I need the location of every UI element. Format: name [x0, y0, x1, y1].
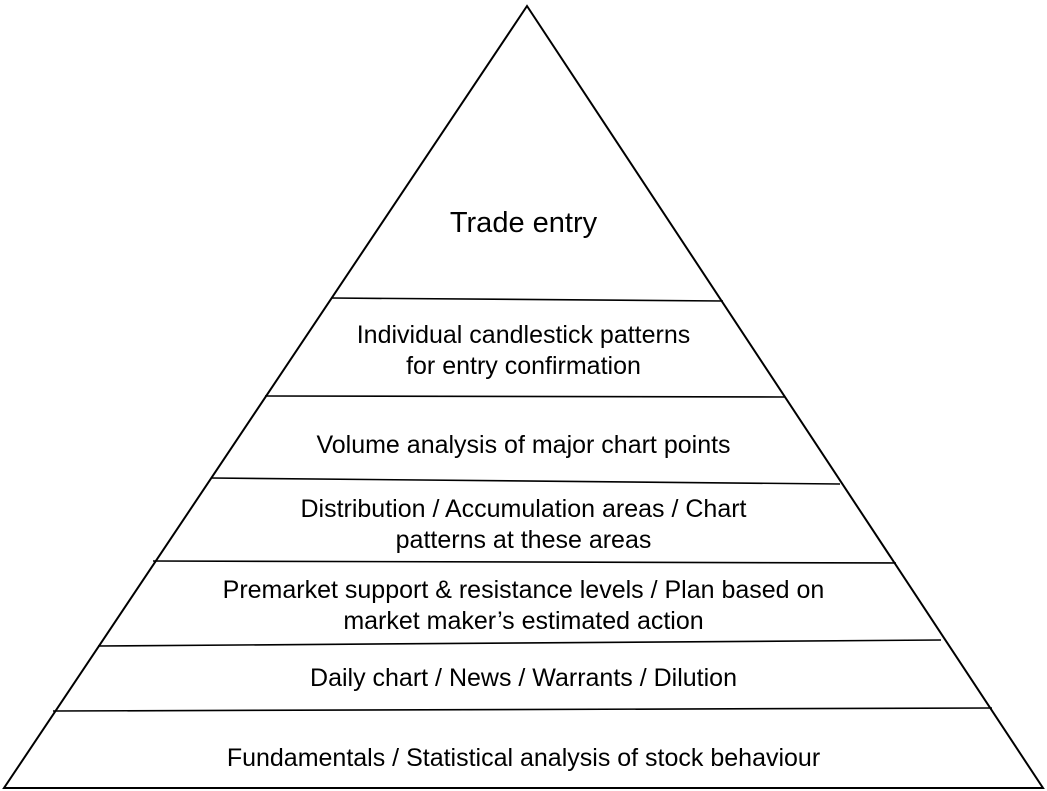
layer-fundamentals: Fundamentals / Statistical analysis of s… — [0, 743, 1047, 774]
layer-line: Individual candlestick patterns — [356, 321, 691, 349]
layer-divider — [210, 477, 841, 485]
layer-line: patterns at these areas — [395, 526, 652, 554]
layer-candlestick-patterns: Individual candlestick patterns for entr… — [0, 320, 1047, 382]
layer-premarket-levels: Premarket support & resistance levels / … — [0, 575, 1047, 637]
layer-daily-chart-news: Daily chart / News / Warrants / Dilution — [0, 663, 1047, 694]
layer-line: Daily chart / News / Warrants / Dilution — [310, 664, 737, 692]
layer-line: Volume analysis of major chart points — [316, 431, 731, 459]
layer-line: Fundamentals / Statistical analysis of s… — [226, 744, 821, 772]
layer-divider — [330, 297, 724, 302]
layer-line: market maker’s estimated action — [343, 607, 704, 635]
layer-line: Trade entry — [449, 207, 598, 239]
layer-trade-entry: Trade entry — [0, 206, 1047, 240]
layer-line: for entry confirmation — [406, 352, 641, 380]
layer-divider — [97, 639, 942, 647]
layer-volume-analysis: Volume analysis of major chart points — [0, 430, 1047, 461]
layer-divider — [152, 560, 897, 564]
layer-divider — [264, 395, 786, 398]
layer-line: Premarket support & resistance levels / … — [222, 576, 825, 604]
layer-line: Distribution / Accumulation areas / Char… — [300, 495, 747, 523]
layer-divider — [52, 707, 993, 712]
layer-distribution-accumulation: Distribution / Accumulation areas / Char… — [0, 494, 1047, 556]
